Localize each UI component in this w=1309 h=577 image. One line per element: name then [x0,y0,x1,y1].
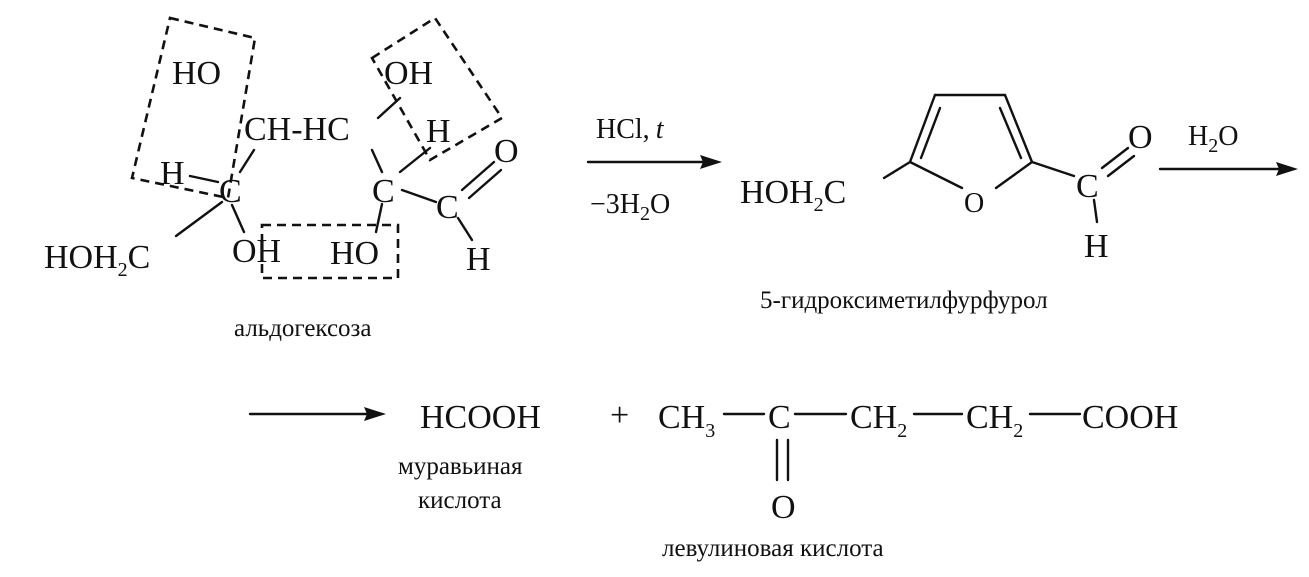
hmf-bond-c1-ch2 [882,160,912,180]
levulinic-ch2b: CH2 [966,399,1023,442]
hmf-o: O [1128,119,1153,156]
dashed-box-top-right [370,16,504,162]
step3-arrow-head [364,407,386,421]
hmf-bond-c1-c2-inner [919,106,942,160]
h-aldehyde: H [466,241,491,278]
bond-c-right-down [374,202,384,234]
hmf-bond-c-o-2 [1106,154,1136,178]
formic-acid-formula: HCOOH [420,399,541,436]
aldohexose-caption: альдогексоза [234,315,372,342]
c-aldehyde: C [436,189,459,226]
levulinic-o: O [771,489,796,526]
hmf-bond-o-c1 [908,160,964,190]
levulinic-cooh: COOH [1082,399,1178,436]
hmf-bond-c1-c2 [908,93,937,164]
levulinic-ch2a: CH2 [850,399,907,442]
hmf-bond-c3-c4-inner [998,106,1023,160]
bond-c-right-h [398,146,432,174]
plus-sign: + [610,397,629,434]
bond-h-c-left [188,174,220,184]
formic-caption-line2: кислота [418,487,502,514]
c-left: C [219,173,242,210]
step2-reagent: H2O [1188,121,1238,157]
hmf-ring-o: O [964,188,984,219]
levulinic-ch3: CH3 [658,399,715,442]
step2-arrow-head [1276,162,1298,176]
bond-c-ald-o-1 [460,160,496,192]
bond-c-right-c-ald [400,188,438,204]
step1-arrow-group: HCl,t −3H2O [586,114,722,225]
ho-bottom: HO [330,235,379,272]
hmf-c: C [1076,168,1099,205]
formic-caption-line1: муравьиная [398,453,523,480]
dashed-box-bottom [260,223,400,280]
h-left: H [160,155,185,192]
bond-c-left-hoh2c [174,200,224,238]
bond-c-left-down [230,203,246,234]
hmf-h: H [1084,228,1109,265]
h-right: H [426,113,451,150]
bond-c-ald-h [456,216,474,242]
step1-arrow-head [700,155,722,169]
hmf-bond-c-h [1092,198,1099,224]
bond-oh-hc [376,96,402,120]
hmf-hoh2c: HOH2C [740,174,846,216]
bond-hc-c-right [370,148,384,174]
step1-water-loss: −3H2O [590,189,670,225]
hmf-caption: 5-гидроксиметилфурфурол [760,287,1048,314]
levulinic-c: C [768,399,791,436]
hmf-bond-c-o-1 [1100,146,1130,170]
bond-c-ald-o-2 [467,168,503,200]
c-right: C [372,173,395,210]
step1-reagent: HCl,t [596,114,665,145]
hmf-bond-c3-c4 [1003,93,1034,164]
o-aldehyde: O [494,133,519,170]
products-row: HCOOH + муравьиная кислота CH3 C CH2 CH2… [248,397,1178,562]
ch-hc-label: CH-HC [244,111,350,148]
oh-bottom: OH [232,233,281,270]
aldohexose-structure: HO OH CH-HC H O H C C C HOH2C OH HO H ал… [44,16,519,342]
dashed-box-top-left [130,16,257,200]
levulinic-caption: левулиновая кислота [662,535,884,562]
oh-top-right: OH [384,55,433,92]
ho-top-left: HO [172,55,221,92]
hmf-bond-c4-cho [1030,160,1076,178]
hmf-structure: HOH2C O C O H 5-гидроксиметилфурфурол [740,93,1153,314]
hmf-bond-c4-o [994,160,1034,190]
bond-c-left-up [238,148,256,174]
step2-arrow-group: H2O [1158,121,1298,176]
hoh2c-left: HOH2C [44,239,150,281]
